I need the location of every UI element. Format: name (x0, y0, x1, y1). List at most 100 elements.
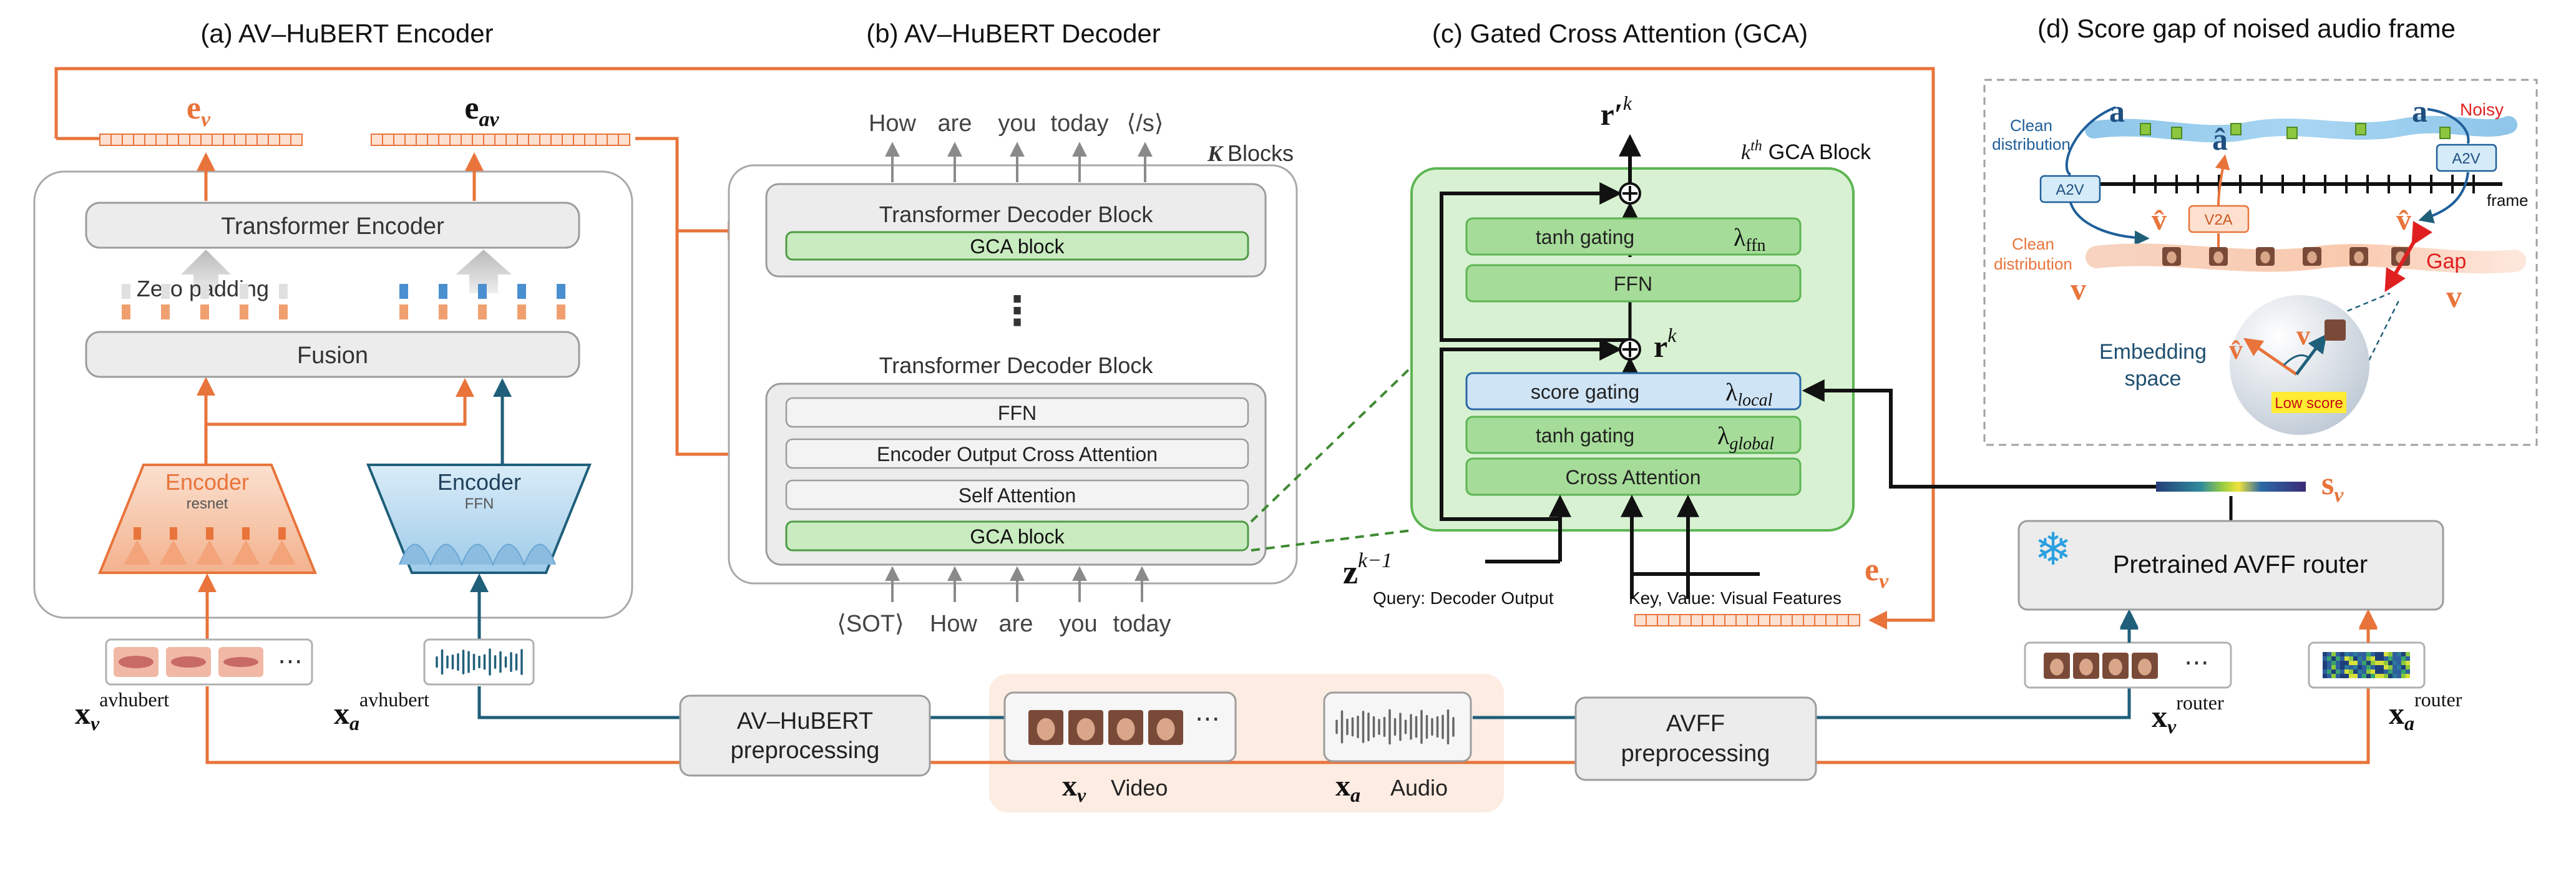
audio-clean-label-2: distribution (1992, 135, 2071, 153)
spectrogram-cell (2353, 674, 2358, 678)
face (1037, 718, 1055, 741)
spectrogram-cell (2388, 656, 2393, 661)
ev-token (290, 134, 303, 146)
frame-axis-label: frame (2487, 191, 2528, 210)
conv-layer-icon (124, 540, 151, 565)
spectrogram-cell (2384, 661, 2388, 665)
face (1156, 718, 1175, 741)
lambda-local: λlocal (1725, 378, 1773, 410)
spectrogram-cell (2379, 652, 2384, 656)
gca-ev-token (1780, 614, 1793, 626)
decoder-output-token: today (1051, 110, 1109, 137)
spectrogram-cell (2397, 665, 2401, 669)
audio-clean-label-1: Clean (2010, 116, 2052, 135)
face (2354, 251, 2364, 264)
spectrogram-cell (2371, 669, 2375, 674)
a2v-left-arrow-down (2069, 202, 2150, 246)
conv-layer-icon (268, 540, 296, 565)
top-decoder-block (765, 183, 1267, 278)
z-label: zk−1 (1343, 549, 1392, 591)
kv-label: Key, Value: Visual Features (1629, 588, 1842, 608)
spectrogram-cell (2358, 665, 2362, 669)
conv-layer-icon (196, 540, 223, 565)
rk-label: rk (1654, 324, 1677, 364)
face (1116, 718, 1135, 741)
audio-token (399, 284, 408, 299)
spectrogram-cell (2401, 652, 2406, 656)
spectrogram-cell (2406, 661, 2410, 665)
spectrogram-cell (2371, 665, 2375, 669)
spectrogram-cell (2371, 656, 2375, 661)
eav-token (472, 134, 484, 146)
spectrogram-cell (2344, 669, 2349, 674)
eav-token (483, 134, 495, 146)
avff-router-box (2017, 520, 2444, 611)
spectrogram-cell (2349, 674, 2353, 678)
spectrogram-cell (2375, 656, 2379, 661)
eav-token (562, 134, 574, 146)
video-token (478, 304, 487, 319)
avff-preprocessing-label-1: AVFF (1666, 711, 1725, 737)
xv-avhubert-label: xvavhubert (75, 688, 169, 734)
zoom-line-bottom (1251, 529, 1412, 552)
spectrogram-cell (2344, 652, 2349, 656)
gca-ev-token (1690, 614, 1703, 626)
audio-token (517, 284, 526, 299)
avhubert-preprocessing-box (679, 694, 931, 777)
audio-encoder (366, 464, 592, 574)
spectrogram-cell (2323, 652, 2327, 656)
face (2167, 251, 2177, 264)
spectrogram-cell (2349, 656, 2353, 661)
gca-residual-top (1440, 182, 1630, 342)
lambda-global: λglobal (1717, 422, 1774, 454)
spectrogram-cell (2323, 665, 2327, 669)
eav-token (573, 134, 585, 146)
audio-frame-marker (2230, 123, 2242, 135)
spectrogram-cell (2331, 656, 2336, 661)
snowflake-icon: ❄ (2034, 525, 2072, 575)
spectrogram-cell (2331, 661, 2336, 665)
xa-router-label: xarouter (2389, 688, 2462, 734)
audio-encoder-sublabel: FFN (465, 495, 494, 512)
face (2079, 658, 2093, 676)
video-token (399, 304, 408, 319)
fusion-label: Fusion (297, 343, 368, 369)
video-v2: v (2446, 279, 2462, 314)
video-token (557, 304, 565, 319)
spectrogram-cell (2340, 674, 2344, 678)
spectrogram-cell (2340, 656, 2344, 661)
spectrogram-cell (2331, 669, 2336, 674)
spectrogram-cell (2362, 674, 2366, 678)
gca-tanh-gating-ffn-label: tanh gating (1536, 226, 1634, 248)
gca-ev-token (1747, 614, 1759, 626)
gca-tanh-gating-ffn (1465, 217, 1802, 256)
gca-ev-token (1769, 614, 1782, 626)
spectrogram-cell (2379, 656, 2384, 661)
gca-ev-token (1735, 614, 1748, 626)
a2v-left-label: A2V (2056, 182, 2084, 198)
avhubert-preprocessing-label-1: AV–HuBERT (737, 708, 873, 734)
spectrogram-cell (2397, 674, 2401, 678)
spectrogram-cell (2393, 656, 2397, 661)
conv-feature-icon (206, 527, 213, 540)
spectrogram-cell (2366, 652, 2371, 656)
transformer-encoder-label: Transformer Encoder (221, 213, 444, 240)
spectrogram-cell (2371, 661, 2375, 665)
ev-token (189, 134, 202, 146)
video-encoder (98, 464, 317, 574)
spectrogram-cell (2336, 652, 2340, 656)
spectrogram-cell (2384, 674, 2388, 678)
ev-feedback-line (54, 67, 1935, 630)
spectrogram-cell (2362, 665, 2366, 669)
spectrogram-cell (2375, 652, 2379, 656)
embedding-label-1: Embedding (2099, 340, 2207, 364)
ev-token (279, 134, 291, 146)
xv-router-faces (2044, 653, 2158, 679)
top-gca-block (785, 231, 1249, 261)
spectrogram-cell (2397, 661, 2401, 665)
face (2109, 658, 2122, 676)
spectrogram-cell (2401, 656, 2406, 661)
gca-ev-token (1792, 614, 1804, 626)
